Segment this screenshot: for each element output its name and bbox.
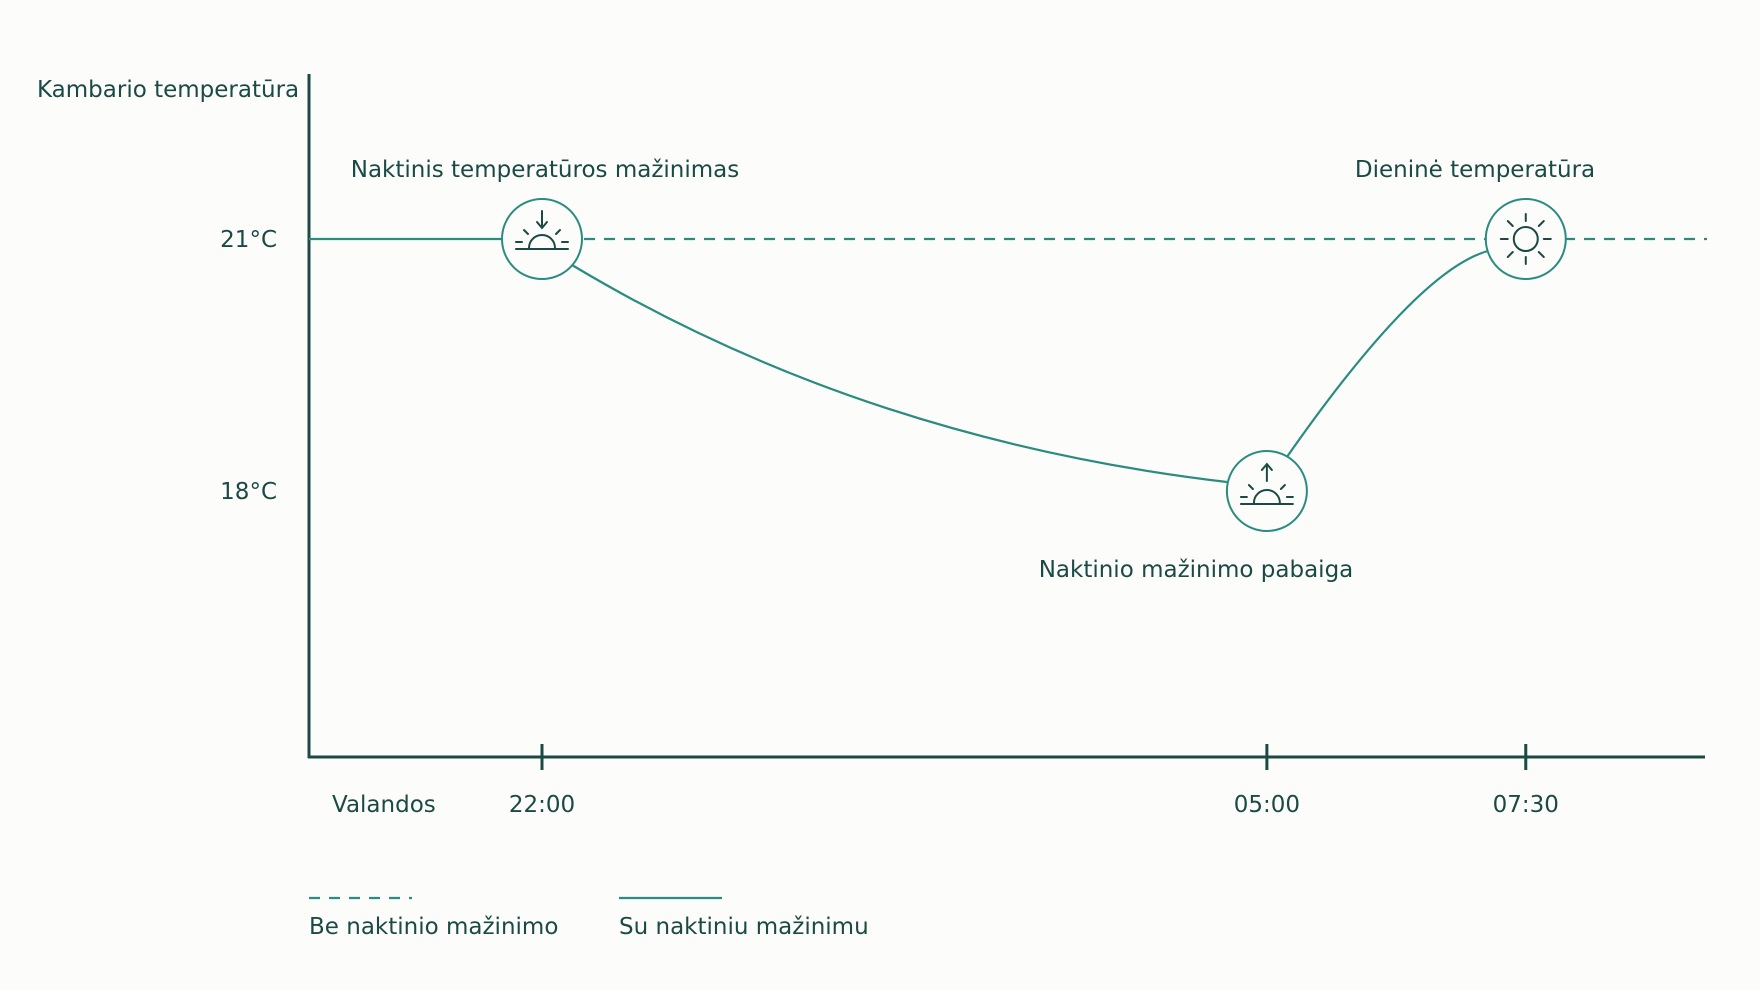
- x-tick-label: 07:30: [1493, 792, 1559, 818]
- x-tick-label: 22:00: [509, 792, 575, 818]
- annotation-day-temperature: Dieninė temperatūra: [1355, 157, 1595, 183]
- series-line-with-setback: [309, 237, 1489, 484]
- y-tick-label: 21°C: [220, 227, 277, 253]
- sun-icon: [1484, 198, 1567, 280]
- legend: Be naktinio mažinimo Su naktiniu mažinim…: [309, 896, 869, 940]
- y-tick-label: 18°C: [220, 479, 277, 505]
- series: [309, 237, 1707, 484]
- sunset-arrow-down-icon: [501, 198, 583, 280]
- sunrise-arrow-up-icon: [1225, 450, 1308, 532]
- y-axis-label: Kambario temperatūra: [37, 77, 299, 103]
- x-ticks: 22:00 05:00 07:30: [509, 744, 1559, 818]
- legend-label-solid: Su naktiniu mažinimu: [619, 914, 869, 940]
- x-tick-label: 05:00: [1234, 792, 1300, 818]
- x-axis-label: Valandos: [332, 792, 436, 818]
- annotation-night-setback-end: Naktinio mažinimo pabaiga: [1039, 557, 1354, 583]
- legend-label-dashed: Be naktinio mažinimo: [309, 914, 558, 940]
- annotation-night-setback-start: Naktinis temperatūros mažinimas: [351, 157, 739, 183]
- y-ticks: 21°C 18°C: [220, 227, 277, 505]
